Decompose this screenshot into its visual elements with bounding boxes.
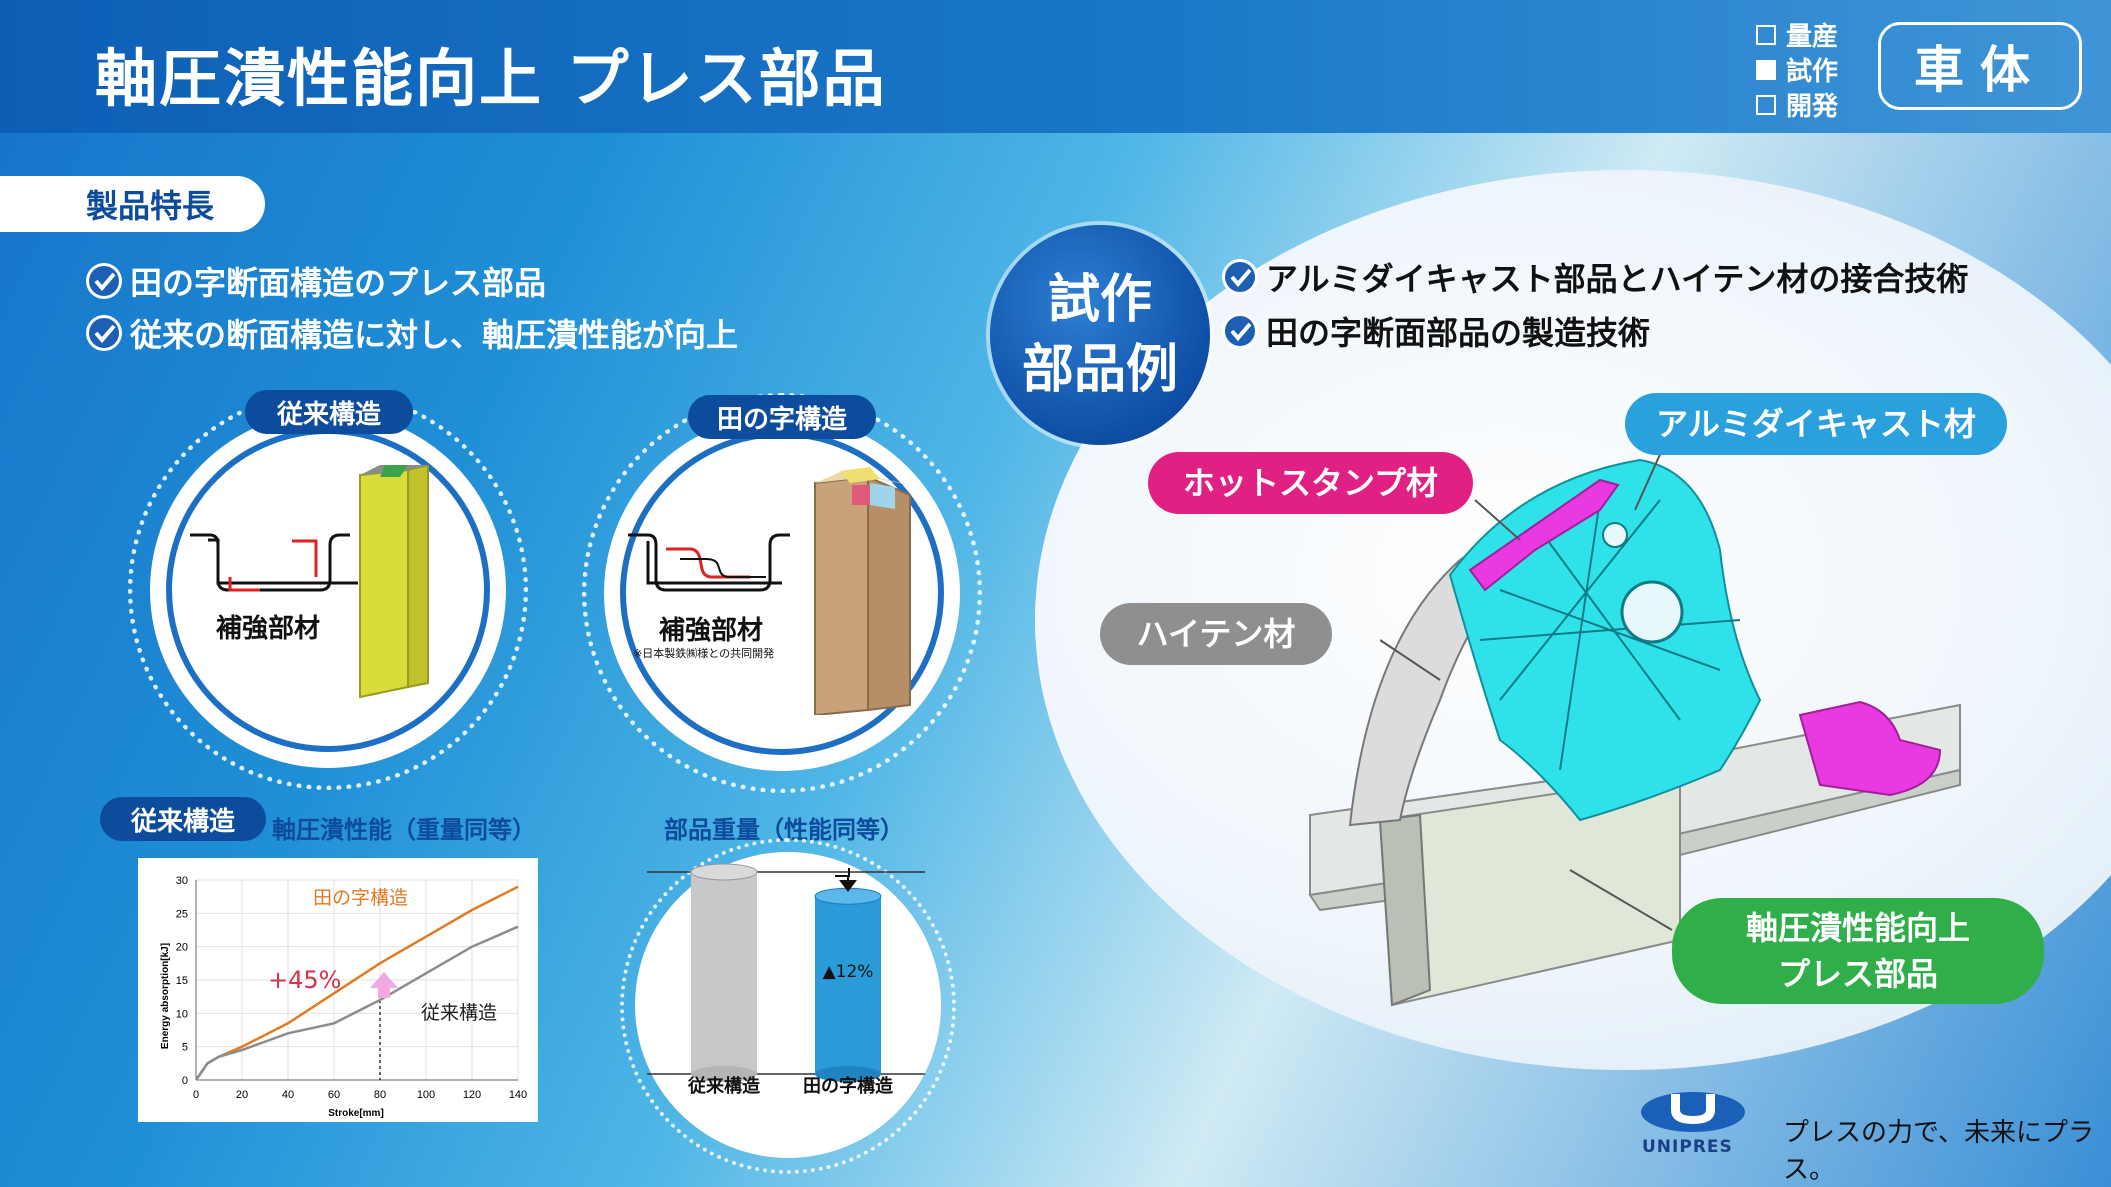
- y-axis-label: Energy absorption[kJ]: [160, 943, 171, 1049]
- checkbox-icon: [1756, 94, 1776, 115]
- feature-bullet-1: 田の字断面構造のプレス部品: [86, 258, 546, 304]
- status-mass-production: 量産: [1756, 16, 1838, 53]
- category-badge: 車体: [1878, 22, 2082, 110]
- checkmark-icon: [1222, 259, 1258, 295]
- y-tick-label: 5: [182, 1042, 188, 1054]
- down-arrow-icon: [839, 880, 857, 892]
- features-heading: 製品特長: [0, 176, 265, 232]
- header-bar: 軸圧潰性能向上 プレス部品 量産 試作 開発 車体: [0, 0, 2111, 133]
- status-prototype: 試作: [1756, 51, 1838, 88]
- x-tick-label: 120: [463, 1089, 481, 1101]
- page-title: 軸圧潰性能向上 プレス部品: [95, 42, 887, 115]
- conventional-structure-label: 従来構造: [245, 390, 413, 434]
- brand-name: UNIPRES: [1642, 1137, 1733, 1157]
- prototype-bullet-2: 田の字断面部品の製造技術: [1222, 308, 1650, 354]
- improvement-label: +45%: [268, 966, 341, 994]
- callout-aluminum-die-cast: アルミダイキャスト材: [1625, 393, 2007, 455]
- series-label-conventional: 従来構造: [421, 1002, 497, 1024]
- callout-hot-stamp: ホットスタンプ材: [1148, 452, 1473, 514]
- crush-chart: Energy absorption[kJ] Stroke[mm] 0 5 10 15 2…: [138, 858, 538, 1122]
- conventional-section-diagram: [190, 465, 429, 699]
- x-tick-label: 80: [374, 1089, 386, 1101]
- badge-line: 試作: [1047, 270, 1152, 330]
- status-label: 開発: [1786, 92, 1839, 122]
- status-development: 開発: [1756, 86, 1838, 123]
- bar-conventional-top: [690, 863, 758, 881]
- cross-part-label: 補強部材: [659, 616, 764, 646]
- cross-structure-label: 田の字構造: [688, 395, 876, 439]
- crush-chart-svg: Energy absorption[kJ] Stroke[mm] 0 5 10 15 2…: [160, 875, 527, 1119]
- crush-chart-title: 軸圧潰性能（重量同等）: [272, 816, 536, 844]
- tick-ring: [620, 838, 956, 1174]
- x-axis-label: Stroke[mm]: [328, 1108, 384, 1119]
- series-line-0: [194, 885, 519, 1081]
- x-tick-label: 100: [417, 1089, 435, 1101]
- conventional-part-label: 補強部材: [216, 614, 321, 644]
- bar-cross: [815, 896, 881, 1074]
- prototype-bullet-text: 田の字断面部品の製造技術: [1266, 314, 1651, 352]
- x-tick-label: 20: [236, 1089, 248, 1101]
- checkbox-icon: [1756, 24, 1776, 45]
- status-label: 量産: [1786, 22, 1839, 52]
- y-tick-label: 15: [176, 975, 188, 987]
- prototype-badge: 試作 部品例: [990, 225, 1210, 445]
- joint-development-note: ※日本製鉄㈱様との共同開発: [633, 647, 775, 660]
- status-label: 試作: [1786, 57, 1839, 87]
- x-tick-label: 0: [193, 1089, 199, 1101]
- y-tick-label: 25: [176, 908, 188, 920]
- y-tick-label: 30: [176, 875, 188, 887]
- x-tick-label: 60: [328, 1089, 340, 1101]
- callout-press-line: プレス部品: [1777, 955, 1938, 993]
- weight-chart-svg: ▲12% 従来構造 田の字構造: [647, 863, 925, 1097]
- badge-line: 部品例: [1021, 340, 1178, 400]
- x-tick-label: 140: [509, 1089, 527, 1101]
- up-arrow-icon: [370, 972, 398, 998]
- feature-text: 田の字断面構造のプレス部品: [130, 264, 547, 302]
- unipres-logo-icon: [1641, 1092, 1745, 1132]
- prototype-bullet-text: アルミダイキャスト部品とハイテン材の接合技術: [1266, 260, 1969, 298]
- checkmark-icon: [86, 263, 122, 299]
- feature-bullet-2: 従来の断面構造に対し、軸圧潰性能が向上: [86, 310, 738, 356]
- bar-cross-bottom: [815, 1066, 881, 1082]
- weight-change-label: ▲12%: [823, 962, 874, 982]
- series-label-cross: 田の字構造: [313, 887, 408, 909]
- weight-category-label: 従来構造: [687, 1075, 760, 1097]
- x-tick-label: 40: [282, 1089, 294, 1101]
- weight-chart-bubble: [635, 852, 941, 1158]
- y-tick-label: 0: [182, 1075, 188, 1087]
- y-tick-label: 10: [176, 1008, 188, 1020]
- callout-press-part: 軸圧潰性能向上 プレス部品: [1672, 898, 2044, 1004]
- callout-high-tensile-steel: ハイテン材: [1100, 603, 1332, 665]
- series-line-1: [194, 925, 519, 1081]
- prototype-bullet-1: アルミダイキャスト部品とハイテン材の接合技術: [1222, 254, 1968, 300]
- checkmark-icon: [86, 315, 122, 351]
- callout-press-line: 軸圧潰性能向上: [1745, 909, 1970, 947]
- feature-text: 従来の断面構造に対し、軸圧潰性能が向上: [130, 316, 739, 354]
- crush-chart-tag: 従来構造: [100, 797, 266, 841]
- bar-conventional: [691, 872, 757, 1074]
- cross-section-diagram: [628, 467, 911, 715]
- callout-press-leader: [1569, 869, 1673, 931]
- prototype-part-illustration: [1308, 458, 1961, 1007]
- bar-conventional-bottom: [691, 1066, 757, 1082]
- weight-category-label: 田の字構造: [803, 1075, 893, 1097]
- checkmark-icon: [1222, 313, 1258, 349]
- checkbox-checked-icon: [1756, 59, 1776, 80]
- y-tick-label: 20: [176, 942, 188, 954]
- brand-tagline: プレスの力で、未来にプラス。: [1783, 1118, 2094, 1185]
